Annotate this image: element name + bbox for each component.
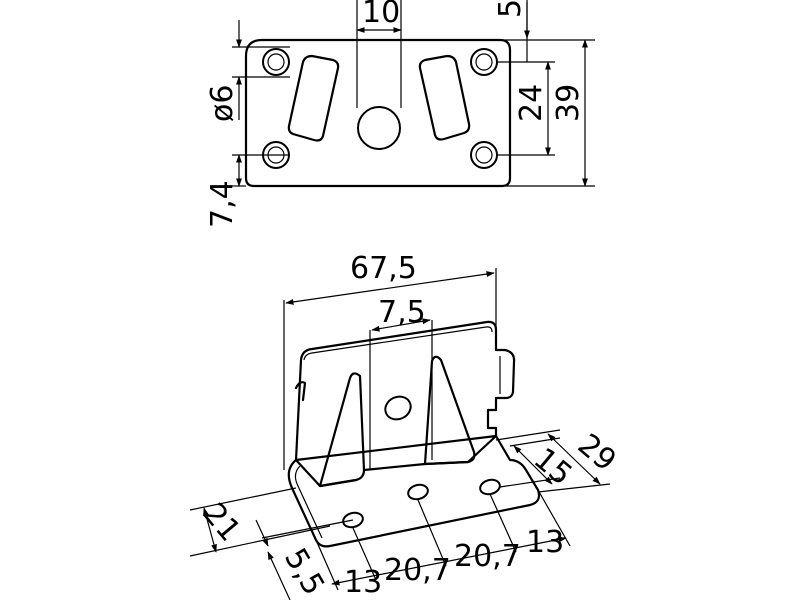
dim-spacing-1: 13	[344, 565, 382, 600]
top-slot-left	[287, 54, 340, 142]
dim-hole-spacing: 24	[514, 84, 549, 122]
dim-slot-width: 10	[362, 0, 400, 30]
dim-edge-offset: 5	[493, 0, 528, 18]
dim-base-offset: 5,5	[277, 543, 331, 600]
dim-depth: 29	[571, 427, 623, 478]
iso-back-plate	[294, 320, 516, 462]
top-hole-lower-right	[470, 141, 498, 169]
top-center-slot-outline	[356, 0, 402, 108]
dim-spacing-3: 20,7	[454, 539, 521, 574]
dim-left-height: 21	[196, 497, 247, 549]
dim-hole-diameter: ø6	[205, 85, 240, 122]
top-hole-upper-right	[470, 48, 498, 76]
top-plate-outline	[244, 38, 512, 188]
top-view: 10 39 24 5 ø6 7,4	[205, 0, 595, 228]
iso-back-hole	[384, 395, 412, 421]
dim-bottom-offset: 7,4	[205, 180, 240, 228]
iso-stiffener-right	[423, 355, 476, 466]
top-hole-upper-left	[262, 48, 290, 76]
top-slot-right	[418, 54, 471, 141]
dim-total-width: 67,5	[350, 251, 417, 286]
iso-base-hole-3	[479, 478, 501, 496]
dim-spacing-2: 20,7	[384, 553, 451, 588]
iso-stiffener-left	[318, 372, 366, 488]
top-center-hole	[357, 106, 401, 150]
iso-view: 67,5 7,5 29 15 21 5,5 13 20,7	[189, 251, 623, 600]
iso-base-hole-2	[407, 483, 429, 501]
dim-total-height: 39	[551, 84, 586, 122]
dim-spacing-4: 13	[526, 525, 564, 560]
dim-center-width: 7,5	[378, 295, 426, 330]
